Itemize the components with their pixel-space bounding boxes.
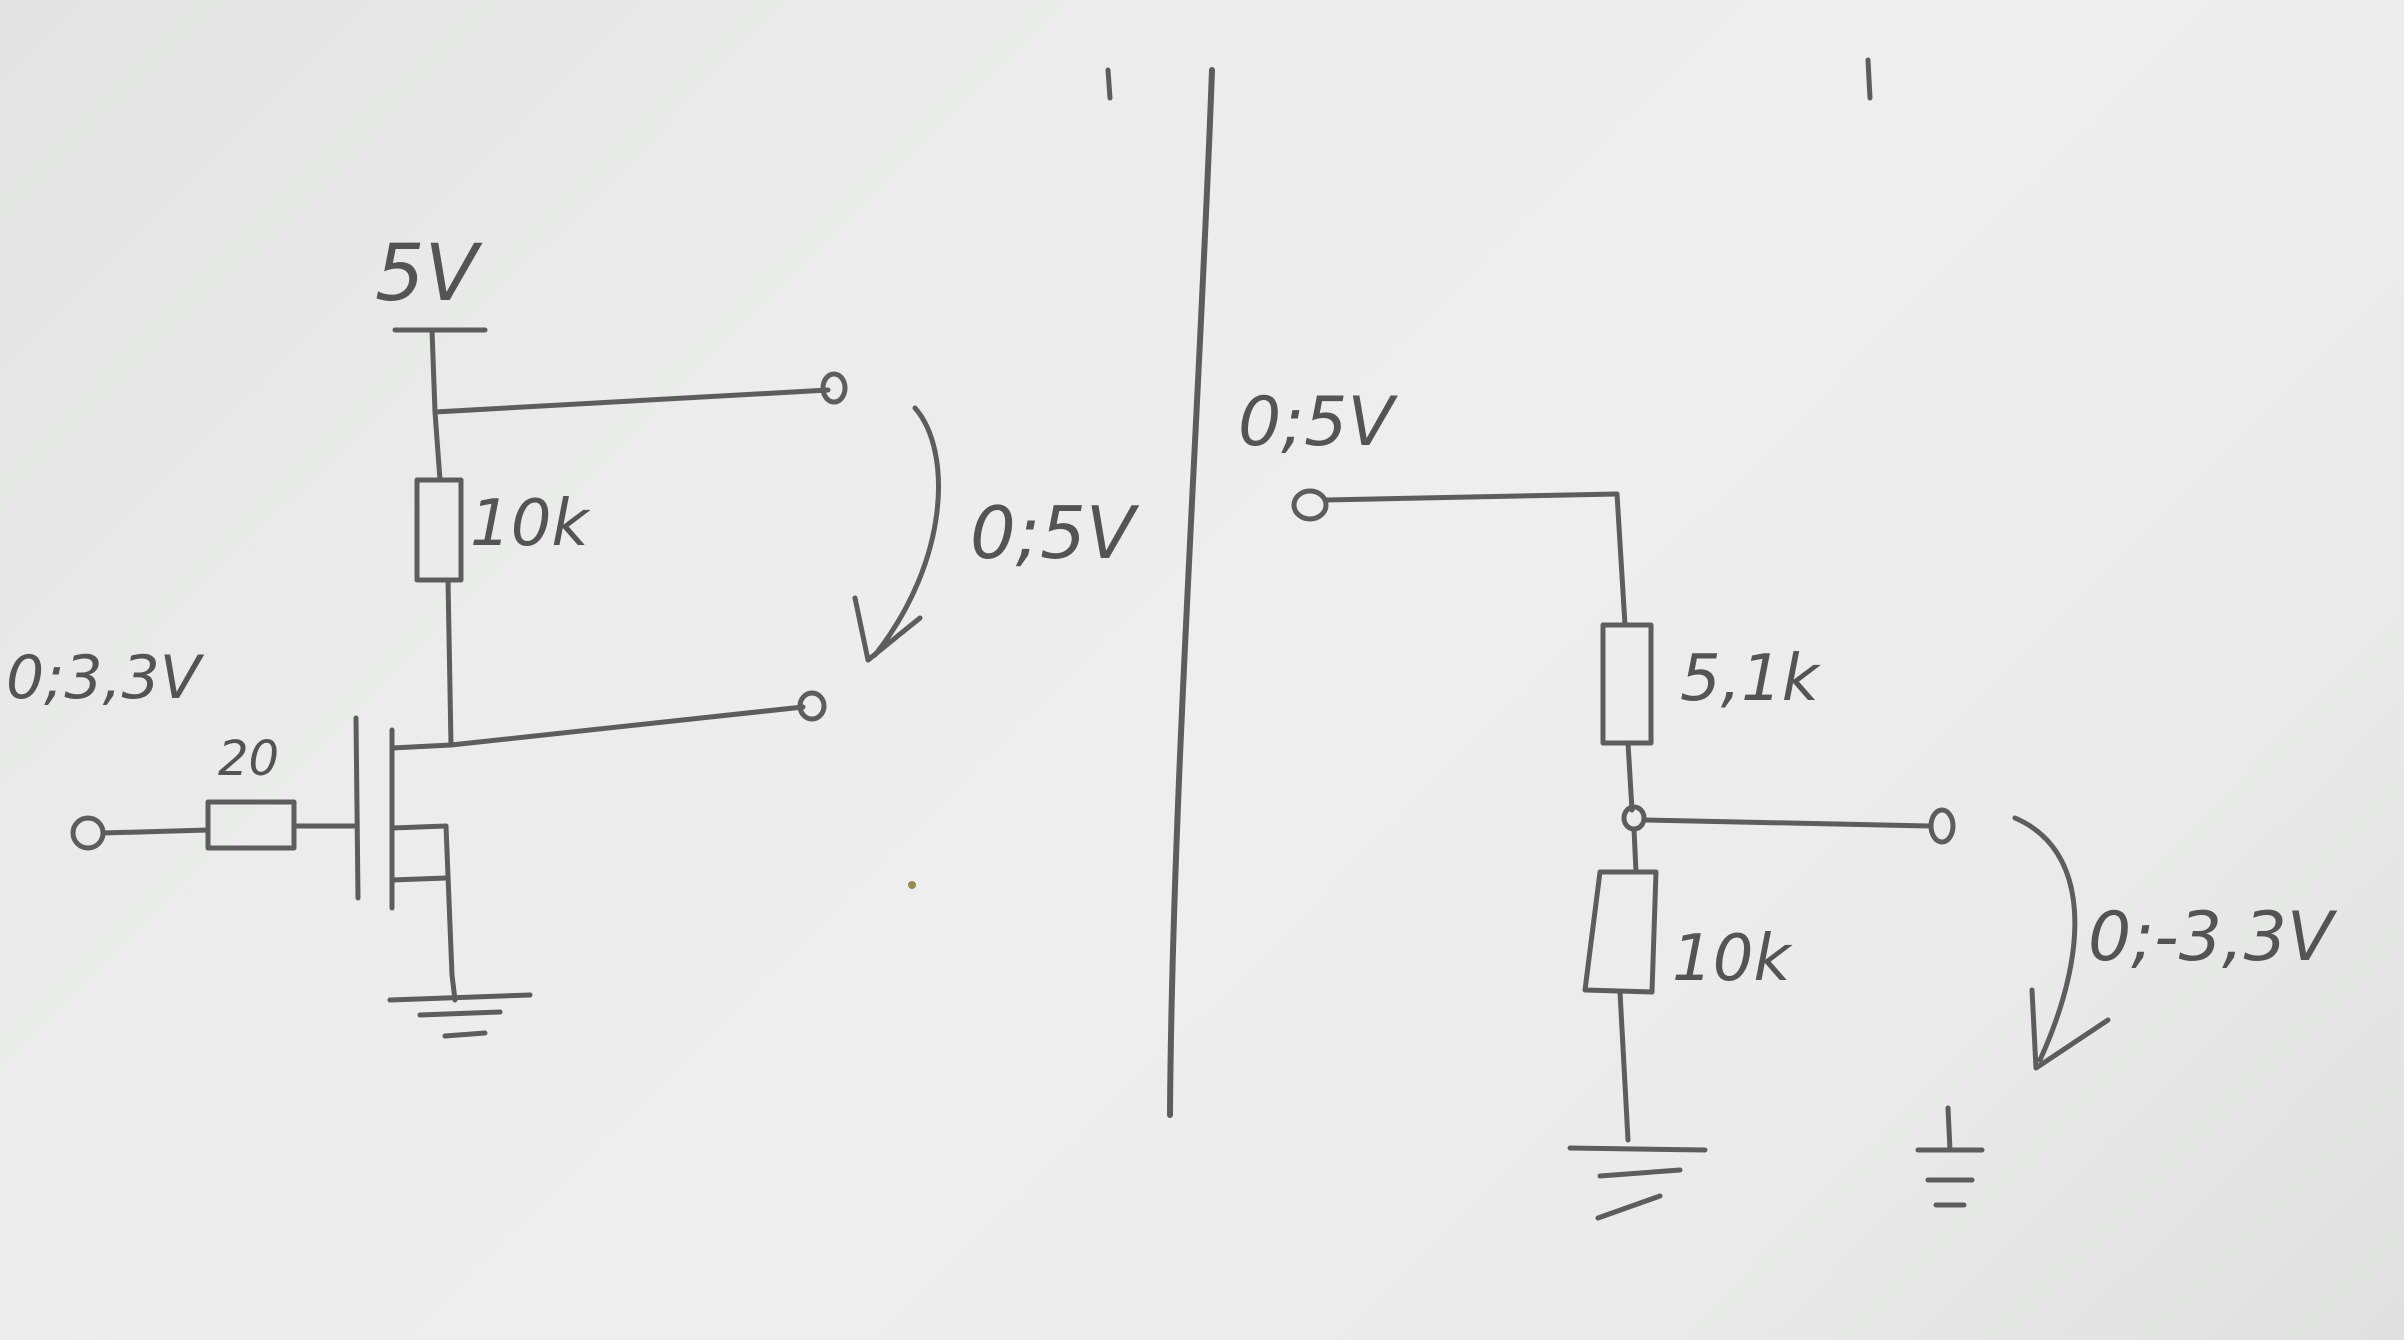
divider-ground-bar-2 bbox=[1597, 1167, 1683, 1179]
ground-wire bbox=[449, 972, 458, 1003]
mosfet-drain-stub bbox=[389, 742, 454, 751]
tick-mark-left bbox=[1105, 67, 1113, 101]
divider-output-wire bbox=[1641, 817, 1933, 829]
left-circuit: 5V 10k 0;3,3V 20 0;5V bbox=[6, 229, 1140, 1039]
pullup-resistor-label: 10k bbox=[470, 487, 591, 561]
pullup-resistor bbox=[414, 477, 464, 583]
supply-wire bbox=[429, 327, 438, 415]
divider-ground-bar-3 bbox=[1595, 1193, 1663, 1221]
top-output-wire bbox=[432, 387, 831, 415]
mosfet-source-stub bbox=[389, 875, 449, 883]
mosfet-bulk-stub bbox=[389, 823, 449, 831]
bottom-output-terminal bbox=[797, 690, 827, 722]
ground-bar-3 bbox=[442, 1030, 488, 1039]
mosfet-source-wire bbox=[443, 823, 455, 978]
output-range-label: 0;5V bbox=[970, 491, 1140, 575]
pullup-upper-wire bbox=[432, 409, 443, 483]
pencil-dot bbox=[908, 881, 916, 889]
bottom-resistor-label: 10k bbox=[1672, 922, 1793, 996]
divider-input-wire bbox=[1323, 491, 1620, 503]
mosfet-gate-plate bbox=[353, 715, 361, 901]
bottom-resistor-lower-wire bbox=[1617, 989, 1631, 1143]
tick-mark-right bbox=[1865, 57, 1873, 101]
output-range-arrowhead bbox=[852, 595, 923, 663]
top-resistor-label: 5,1k bbox=[1680, 642, 1822, 716]
bottom-resistor-upper-wire bbox=[1631, 826, 1639, 875]
top-resistor-upper-wire bbox=[1614, 491, 1628, 628]
right-circuit: 0;5V 5,1k 10k 0;-3,3V bbox=[1238, 383, 2338, 1221]
gate-resistor-label: 20 bbox=[218, 731, 279, 787]
top-resistor bbox=[1600, 622, 1654, 746]
output-range-arrow bbox=[872, 405, 941, 658]
supply-voltage-label: 5V bbox=[375, 229, 483, 319]
ground-bar-2 bbox=[417, 1009, 503, 1018]
bottom-output-wire bbox=[448, 704, 806, 748]
gate-resistor bbox=[205, 799, 297, 851]
input-range-label: 0;3,3V bbox=[6, 643, 205, 713]
pullup-lower-wire bbox=[445, 577, 454, 748]
divider-output-terminal bbox=[1928, 807, 1956, 845]
divider-output-arrow bbox=[2012, 815, 2078, 1063]
ground-symbol-stem bbox=[1945, 1105, 1953, 1153]
divider-output-range-label: 0;-3,3V bbox=[2088, 898, 2338, 977]
top-output-terminal bbox=[820, 371, 848, 405]
divider-input-terminal bbox=[1291, 488, 1329, 522]
divider-line bbox=[1167, 67, 1215, 1118]
top-resistor-lower-wire bbox=[1625, 740, 1635, 813]
divider-ground-bar-1 bbox=[1567, 1145, 1708, 1153]
divider-output-arrowhead bbox=[2029, 987, 2111, 1071]
input-terminal bbox=[70, 815, 106, 851]
divider-input-label: 0;5V bbox=[1238, 383, 1398, 462]
ground-bar-1 bbox=[387, 992, 533, 1003]
input-wire bbox=[100, 827, 211, 836]
bottom-resistor bbox=[1582, 869, 1659, 995]
